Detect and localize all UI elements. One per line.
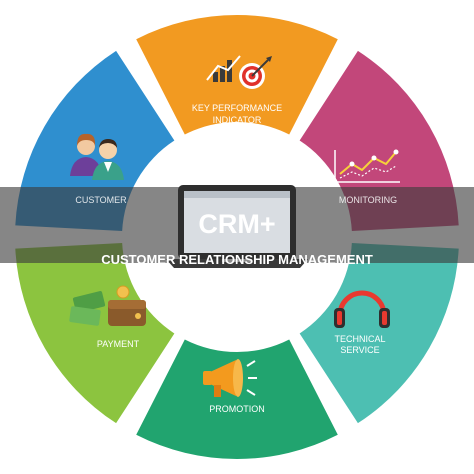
headphones-icon [334,290,390,328]
line-chart-icon [334,149,400,183]
segment-payment [15,243,175,424]
segment-promotion [136,339,338,459]
wallet-cash-icon [69,285,146,326]
label-kpi-line1: KEY PERFORMANCE [192,103,282,113]
label-kpi-line2: INDICATOR [213,115,262,125]
label-technical-line1: TECHNICAL [334,334,385,344]
center-title: CRM+ [198,209,275,239]
label-monitoring: MONITORING [339,195,397,205]
customers-icon [70,133,124,180]
laptop-icon [166,185,308,268]
ring-segments [15,15,459,459]
label-customer: CUSTOMER [75,195,127,205]
segment-technical [299,243,459,424]
label-technical-line2: SERVICE [340,345,379,355]
label-payment: PAYMENT [97,339,140,349]
label-promotion: PROMOTION [209,404,265,414]
segment-kpi [136,15,338,135]
target-chart-icon [206,55,272,89]
segment-monitoring [299,50,459,231]
megaphone-icon [203,359,257,397]
center-subtitle: CUSTOMER RELATIONSHIP MANAGEMENT [101,252,373,267]
